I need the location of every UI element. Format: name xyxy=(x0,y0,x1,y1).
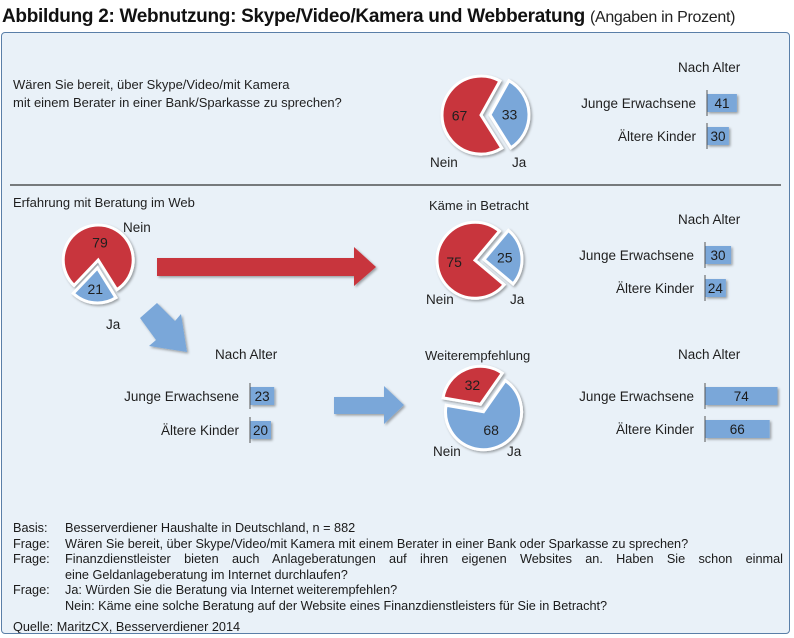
pie-recommend-label-nein: Nein xyxy=(433,444,461,459)
bar-value-older: 24 xyxy=(708,281,724,296)
pie-value-nein: 67 xyxy=(452,108,468,124)
pie-slice-ja xyxy=(71,265,119,305)
bar-older xyxy=(705,420,770,438)
pie-slice-ja xyxy=(444,378,524,452)
footnote-frage-2-key: Frage: xyxy=(13,552,50,567)
footnote-frage-3-line2: Nein: Käme eine solche Beratung auf der … xyxy=(65,598,608,613)
web-yes-age-label-older: Ältere Kinder xyxy=(161,423,240,438)
footnote-source: Quelle: MaritzCX, Besserverdiener 2014 xyxy=(13,619,241,634)
pie-consider: 75 25 xyxy=(435,220,524,300)
pie-recommend: 32 68 xyxy=(441,364,524,452)
chart-panel: Wären Sie bereit, über Skype/Video/mit K… xyxy=(1,32,790,634)
footnotes: Basis: Besserverdiener Haushalte in Deut… xyxy=(13,521,783,634)
footnote-frage-3-key: Frage: xyxy=(13,583,50,598)
arrow-blue-right xyxy=(334,386,404,424)
pie-web-label-nein: Nein xyxy=(123,220,151,235)
pie-slice-nein xyxy=(435,220,507,300)
footnote-frage-3-line1: Ja: Würden Sie die Beratung via Internet… xyxy=(65,583,398,598)
web-yes-age-heading: Nach Alter xyxy=(215,347,278,362)
figure-title-main: Abbildung 2: Webnutzung: Skype/Video/Kam… xyxy=(2,6,585,27)
pie-slice-nein xyxy=(440,74,504,156)
bars-recommend-age: 74 66 xyxy=(704,383,778,442)
pie-skype-label-ja: Ja xyxy=(512,155,527,170)
bar-value-young: 74 xyxy=(734,389,750,404)
footnote-frage-2-line1: Finanzdienstleister bieten auch Anlagebe… xyxy=(65,552,783,567)
recommend-age-label-young: Junge Erwachsene xyxy=(579,389,694,404)
recommend-age-label-older: Ältere Kinder xyxy=(616,422,695,437)
recommend-heading: Weiterempfehlung xyxy=(425,348,530,363)
pie-slice-ja xyxy=(488,78,531,150)
bar-older xyxy=(250,421,271,439)
bar-older xyxy=(707,127,729,145)
pie-value-ja: 25 xyxy=(497,250,513,266)
pie-value-nein: 79 xyxy=(92,235,108,251)
recommend-age-heading: Nach Alter xyxy=(678,347,741,362)
pie-value-nein: 32 xyxy=(465,377,481,393)
bar-young xyxy=(250,387,275,405)
pie-web-label-ja: Ja xyxy=(106,317,121,332)
question-skype-line1: Wären Sie bereit, über Skype/Video/mit K… xyxy=(13,77,290,92)
skype-age-label-older: Ältere Kinder xyxy=(618,129,697,144)
pie-value-ja: 21 xyxy=(87,281,103,297)
skype-age-label-young: Junge Erwachsene xyxy=(581,96,696,111)
pie-slice-nein xyxy=(61,223,135,292)
bar-older xyxy=(705,279,726,297)
question-skype-line2: mit einem Berater in einer Bank/Sparkass… xyxy=(13,95,342,110)
figure-title: Abbildung 2: Webnutzung: Skype/Video/Kam… xyxy=(2,6,735,28)
bar-young xyxy=(705,246,732,264)
chart-canvas: Wären Sie bereit, über Skype/Video/mit K… xyxy=(10,60,781,459)
arrow-red-right xyxy=(157,247,376,286)
bar-young xyxy=(705,387,778,405)
bars-skype-age: 41 30 xyxy=(706,90,737,149)
consider-heading: Käme in Betracht xyxy=(429,198,529,213)
footnote-frage-3: Frage: Ja: Würden Sie die Beratung via I… xyxy=(13,583,783,614)
bar-value-older: 20 xyxy=(253,423,268,438)
web-yes-age-label-young: Junge Erwachsene xyxy=(124,389,239,404)
pie-skype-label-nein: Nein xyxy=(430,155,458,170)
footnote-frage-1-key: Frage: xyxy=(13,536,50,551)
footnote-frage-3-body: Ja: Würden Sie die Beratung via Internet… xyxy=(65,583,783,614)
consider-age-label-young: Junge Erwachsene xyxy=(579,248,694,263)
bar-value-young: 41 xyxy=(714,96,729,111)
web-experience-heading: Erfahrung mit Beratung im Web xyxy=(13,195,195,210)
footnote-basis: Basis: Besserverdiener Haushalte in Deut… xyxy=(13,521,783,537)
pie-skype: 67 33 xyxy=(440,74,531,156)
footnote-frage-1: Frage: Wären Sie bereit, über Skype/Vide… xyxy=(13,537,783,553)
bars-web-yes-age: 23 20 xyxy=(249,383,275,443)
bar-value-older: 66 xyxy=(730,422,745,437)
bar-value-young: 30 xyxy=(710,248,725,263)
consider-age-heading: Nach Alter xyxy=(678,212,741,227)
footnote-frage-2-line2: eine Geldanlageberatung im Internet durc… xyxy=(65,567,348,582)
pie-value-nein: 75 xyxy=(446,254,462,270)
pie-value-ja: 33 xyxy=(502,106,518,122)
pie-web-experience: 79 21 xyxy=(61,223,135,305)
pie-consider-label-ja: Ja xyxy=(510,292,525,307)
skype-age-heading: Nach Alter xyxy=(678,60,741,75)
pie-slice-ja xyxy=(481,228,524,287)
bar-young xyxy=(707,94,737,112)
footnote-frage-2-body: Finanzdienstleister bieten auch Anlagebe… xyxy=(65,552,783,583)
footnote-basis-key: Basis: xyxy=(13,521,48,535)
footnote-frage-1-text: Wären Sie bereit, über Skype/Video/mit K… xyxy=(65,536,689,551)
footnote-basis-text: Besserverdiener Haushalte in Deutschland… xyxy=(65,521,356,535)
bar-value-older: 30 xyxy=(710,129,725,144)
pie-recommend-label-ja: Ja xyxy=(507,444,522,459)
consider-age-label-older: Ältere Kinder xyxy=(616,281,695,296)
pie-consider-label-nein: Nein xyxy=(426,292,454,307)
arrow-blue-diagonal xyxy=(140,303,187,352)
footnote-frage-2: Frage: Finanzdienstleister bieten auch A… xyxy=(13,552,783,583)
figure-title-unit: (Angaben in Prozent) xyxy=(589,9,736,26)
pie-value-ja: 68 xyxy=(483,422,499,438)
bars-consider-age: 30 24 xyxy=(704,242,732,301)
bar-value-young: 23 xyxy=(255,389,270,404)
pie-slice-nein xyxy=(441,364,505,406)
